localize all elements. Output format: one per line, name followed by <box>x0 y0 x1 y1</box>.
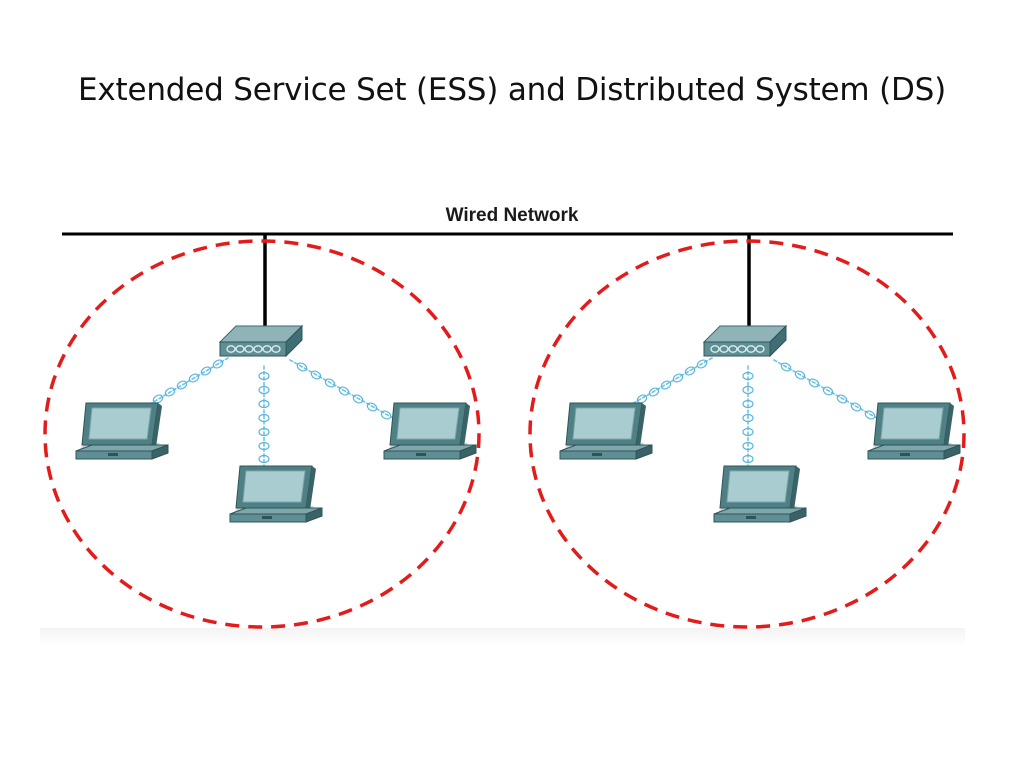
coil-left-2 <box>258 371 270 464</box>
coil-right-1 <box>636 359 708 404</box>
floor-shadow <box>40 628 965 646</box>
coil-left-1 <box>152 359 224 404</box>
laptop-icon <box>229 465 323 523</box>
wireless-link-right-1 <box>631 357 713 405</box>
wired-network-label: Wired Network <box>446 205 579 226</box>
bss-boundary-right <box>528 239 966 629</box>
access-point-icon <box>703 325 787 357</box>
access-point-icon <box>219 325 303 357</box>
laptop-icon <box>559 402 653 460</box>
coil-right-3 <box>780 362 876 420</box>
coil-right-2 <box>742 371 754 464</box>
slide-title: Extended Service Set (ESS) and Distribut… <box>77 72 947 108</box>
laptop-icon <box>383 402 477 460</box>
laptop-icon <box>75 402 169 460</box>
laptop-icon <box>867 402 961 460</box>
laptop-icon <box>713 465 807 523</box>
wireless-link-left-1 <box>149 357 229 405</box>
coil-left-3 <box>296 362 392 420</box>
bss-boundary-left <box>43 239 481 629</box>
